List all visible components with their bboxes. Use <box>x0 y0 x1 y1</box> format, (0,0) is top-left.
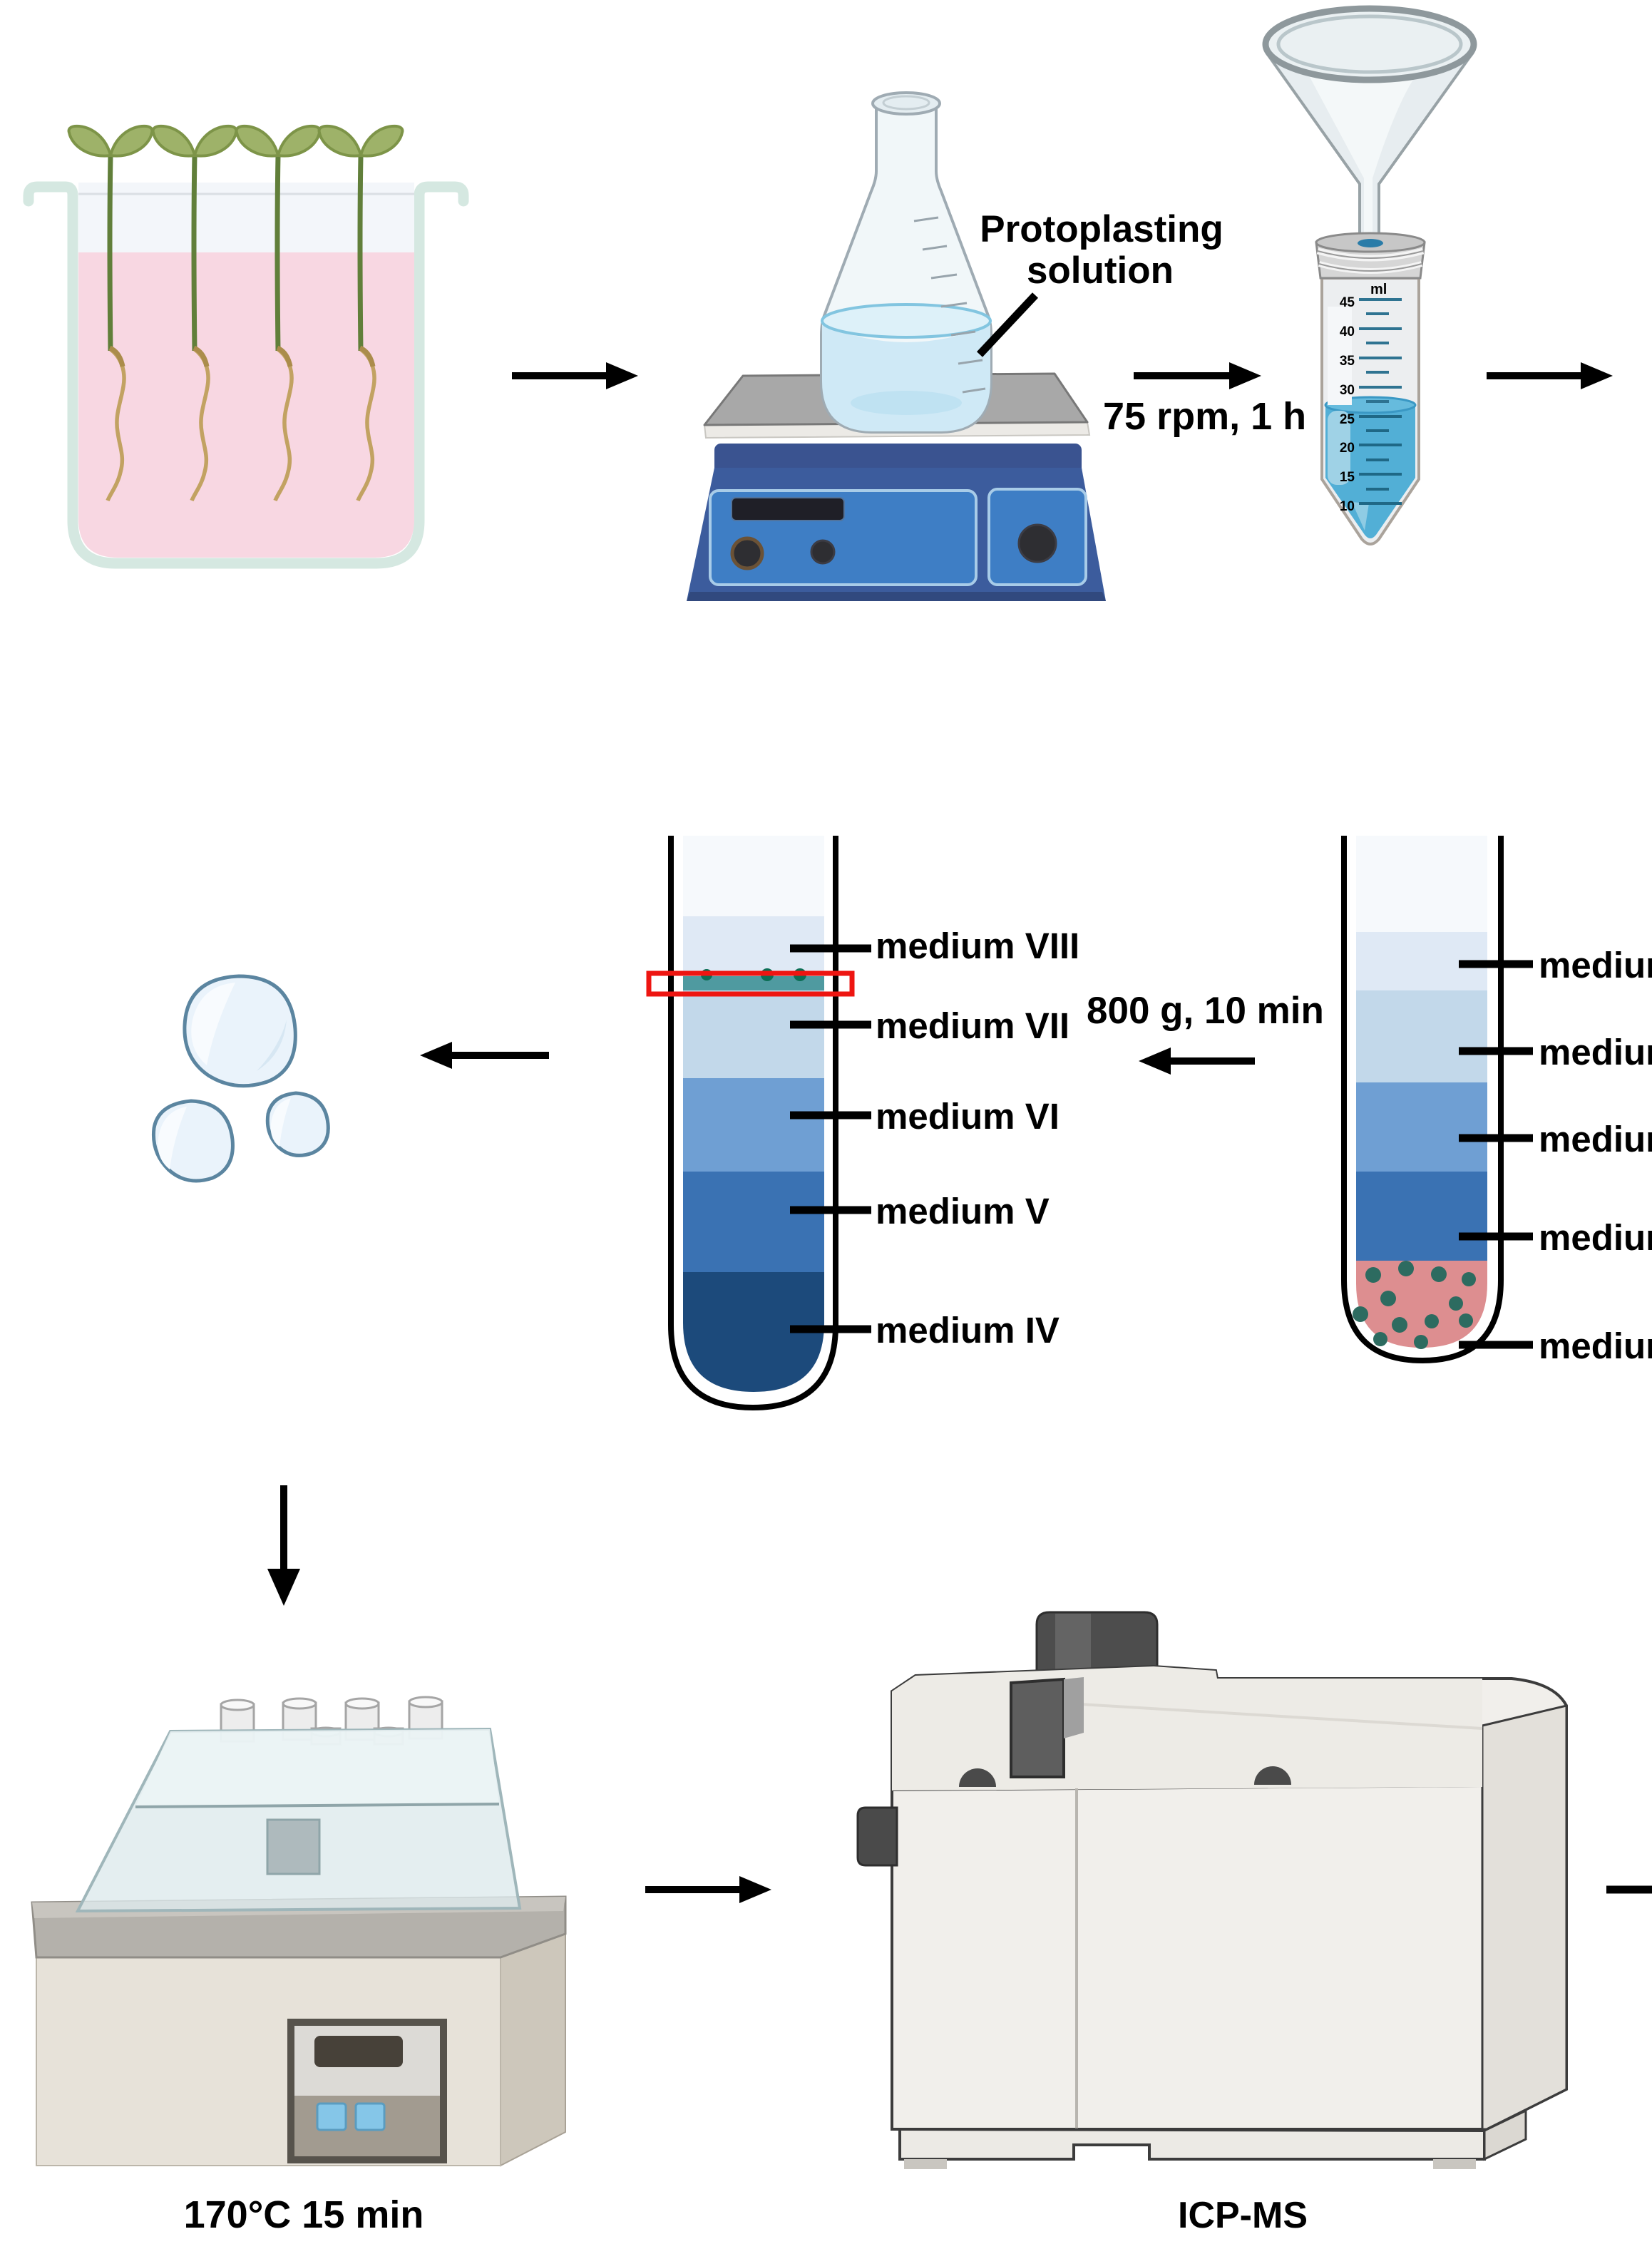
svg-text:10: 10 <box>1340 499 1355 514</box>
svg-text:medium V: medium V <box>1539 1217 1652 1258</box>
svg-text:medium VI: medium VI <box>876 1096 1060 1137</box>
svg-text:170°C 15 min: 170°C 15 min <box>184 2193 424 2236</box>
svg-text:medium VIII: medium VIII <box>876 926 1079 966</box>
svg-text:15: 15 <box>1340 470 1355 485</box>
svg-text:45: 45 <box>1340 295 1355 310</box>
svg-text:medium VII: medium VII <box>876 1005 1069 1046</box>
svg-text:medium IV: medium IV <box>1539 1326 1652 1366</box>
svg-text:800 g, 10 min: 800 g, 10 min <box>1087 990 1324 1032</box>
svg-text:medium VI: medium VI <box>1539 1119 1652 1159</box>
svg-text:30: 30 <box>1340 383 1355 398</box>
svg-text:medium VII: medium VII <box>1539 1032 1652 1072</box>
svg-text:25: 25 <box>1340 412 1355 427</box>
svg-text:40: 40 <box>1340 324 1355 339</box>
svg-text:medium V: medium V <box>876 1191 1050 1231</box>
svg-text:solution: solution <box>1027 250 1174 292</box>
svg-text:medium VIII: medium VIII <box>1539 945 1652 985</box>
svg-text:75 rpm, 1 h: 75 rpm, 1 h <box>1103 395 1306 438</box>
svg-text:medium IV: medium IV <box>876 1310 1060 1351</box>
svg-text:ICP-MS: ICP-MS <box>1178 2195 1308 2236</box>
svg-text:35: 35 <box>1340 354 1355 369</box>
svg-text:20: 20 <box>1340 441 1355 456</box>
svg-text:ml: ml <box>1370 282 1387 297</box>
svg-text:Protoplasting: Protoplasting <box>980 208 1223 250</box>
